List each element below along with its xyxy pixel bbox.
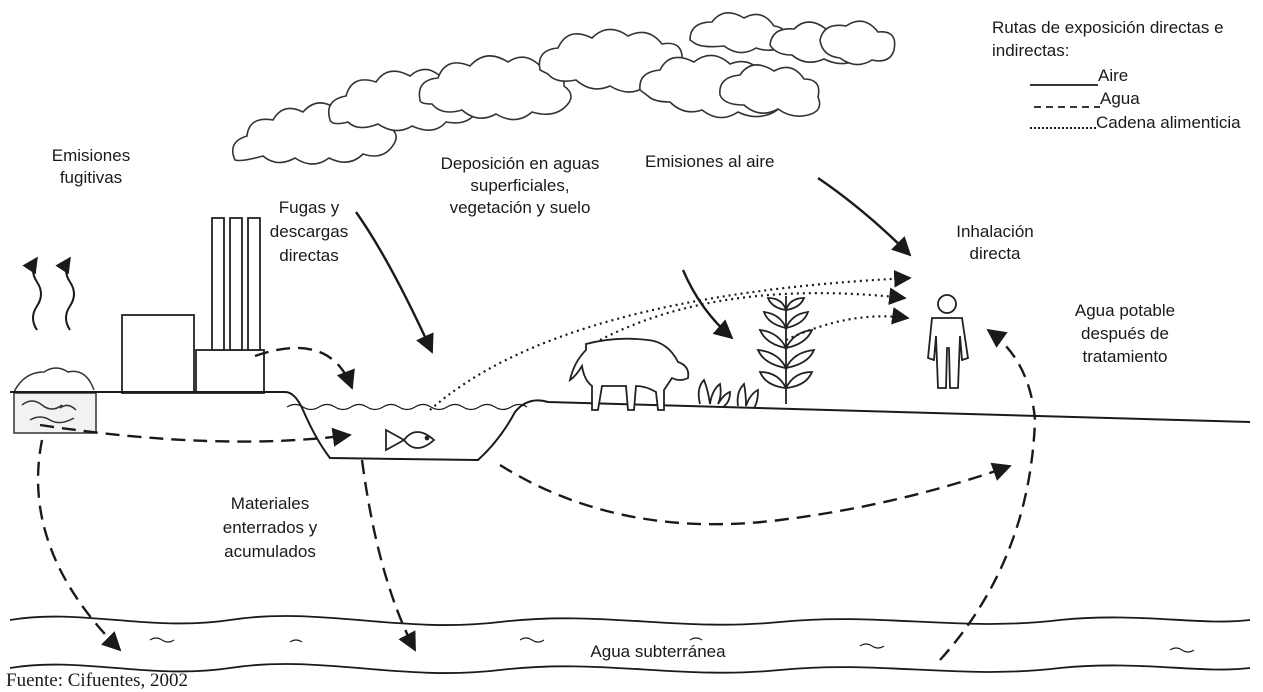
fugitive-emission-arrows bbox=[33, 258, 74, 330]
factory bbox=[122, 218, 264, 393]
cow bbox=[570, 339, 688, 410]
legend-title-line1: Rutas de exposición directas e bbox=[992, 18, 1224, 37]
smoke-plume-clouds bbox=[233, 13, 895, 164]
label-agua-potable: Agua potable después de tratamiento bbox=[1060, 299, 1190, 368]
source-caption: Fuente: Cifuentes, 2002 bbox=[6, 670, 188, 692]
legend-item-air: Aire bbox=[1098, 66, 1128, 86]
legend-item-food-chain: Cadena alimenticia bbox=[1096, 113, 1241, 133]
label-fugas-descargas: Fugas y descargas directas bbox=[254, 196, 364, 268]
label-emisiones-fugitivas: Emisiones fugitivas bbox=[26, 145, 156, 189]
legend-title-line2: indirectas: bbox=[992, 41, 1069, 60]
legend-title: Rutas de exposición directas e indirecta… bbox=[992, 16, 1224, 62]
label-inhalacion-directa: Inhalación directa bbox=[940, 221, 1050, 265]
label-agua-subterranea: Agua subterránea bbox=[568, 641, 748, 663]
vegetation bbox=[699, 296, 814, 408]
label-emisiones-aire: Emisiones al aire bbox=[645, 151, 805, 173]
label-materiales-enterrados: Materiales enterrados y acumulados bbox=[205, 492, 335, 564]
landfill-mound bbox=[14, 368, 96, 433]
person bbox=[928, 295, 968, 388]
legend-line-samples bbox=[1030, 85, 1100, 128]
legend-item-water: Agua bbox=[1100, 89, 1140, 109]
fish bbox=[386, 430, 434, 450]
label-deposicion: Deposición en aguas superficiales, veget… bbox=[430, 153, 610, 219]
food-chain-pathway-arrows bbox=[430, 278, 910, 410]
